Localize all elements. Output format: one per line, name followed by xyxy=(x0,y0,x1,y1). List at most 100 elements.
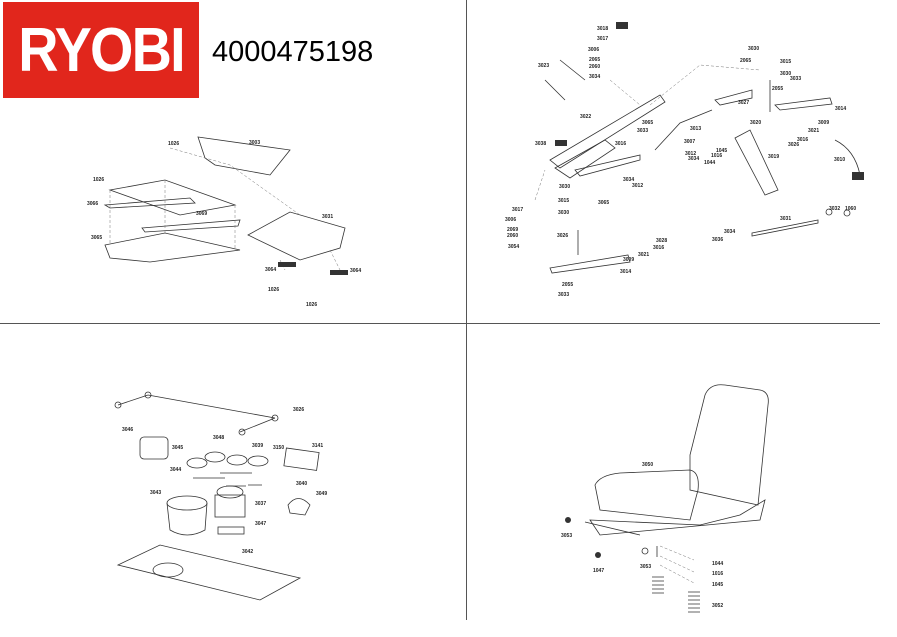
part-label: 3039 xyxy=(252,443,263,449)
part-label: 3036 xyxy=(712,237,723,243)
part-label: 3015 xyxy=(780,59,791,65)
part-label: 3017 xyxy=(597,36,608,42)
part-label: 3023 xyxy=(538,63,549,69)
part-label: 1045 xyxy=(712,582,723,588)
part-label: 3016 xyxy=(615,141,626,147)
part-label: 3042 xyxy=(242,549,253,555)
part-label: 2060 xyxy=(589,64,600,70)
part-label: 3031 xyxy=(322,214,333,220)
part-label: 3069 xyxy=(196,211,207,217)
part-label: 3034 xyxy=(623,177,634,183)
deck-panel-drawing xyxy=(103,136,348,275)
part-label: 1044 xyxy=(704,160,715,166)
part-label: 3021 xyxy=(808,128,819,134)
part-label: 3016 xyxy=(797,137,808,143)
divider-horizontal xyxy=(0,323,880,324)
seat-drawing xyxy=(565,384,769,613)
part-label: 3016 xyxy=(653,245,664,251)
part-label: 1016 xyxy=(711,153,722,159)
part-label: 3044 xyxy=(170,467,181,473)
part-label: 3053 xyxy=(640,564,651,570)
part-label: 2055 xyxy=(562,282,573,288)
part-label: 3010 xyxy=(834,157,845,163)
part-label: 3021 xyxy=(638,252,649,258)
part-label: 3030 xyxy=(780,71,791,77)
part-label: 3065 xyxy=(598,200,609,206)
part-label: 3014 xyxy=(835,106,846,112)
part-label: 3013 xyxy=(690,126,701,132)
part-label: 3030 xyxy=(748,46,759,52)
part-label: 3064 xyxy=(350,268,361,274)
part-label: 3040 xyxy=(296,481,307,487)
part-label: 3003 xyxy=(249,140,260,146)
part-label: 3019 xyxy=(768,154,779,160)
part-label: 3031 xyxy=(780,216,791,222)
part-label: 3014 xyxy=(620,269,631,275)
part-label: 1044 xyxy=(712,561,723,567)
part-label: 3009 xyxy=(623,257,634,263)
divider-vertical xyxy=(466,0,467,620)
part-label: 3065 xyxy=(642,120,653,126)
pedal-linkage-drawing xyxy=(534,22,864,274)
part-label: 3064 xyxy=(265,267,276,273)
part-label: 3065 xyxy=(91,235,102,241)
brand-logo-text: RYOBI xyxy=(18,15,185,85)
part-label: 2069 xyxy=(507,227,518,233)
part-label: 3006 xyxy=(588,47,599,53)
part-label: 3026 xyxy=(788,142,799,148)
part-label: 3007 xyxy=(684,139,695,145)
part-label: 3006 xyxy=(505,217,516,223)
part-label: 3033 xyxy=(637,128,648,134)
dash-panel-labels: 3026 3046 3048 3045 3039 3150 3141 3044 … xyxy=(122,407,327,555)
part-label: 3030 xyxy=(559,184,570,190)
part-label: 2065 xyxy=(740,58,751,64)
part-label: 3032 xyxy=(829,206,840,212)
part-label: 1016 xyxy=(712,571,723,577)
part-label: 1026 xyxy=(93,177,104,183)
part-label: 3141 xyxy=(312,443,323,449)
part-label: 3052 xyxy=(712,603,723,609)
part-label: 2060 xyxy=(507,233,518,239)
part-label: 3054 xyxy=(508,244,519,250)
part-label: 3038 xyxy=(535,141,546,147)
part-label: 3046 xyxy=(122,427,133,433)
part-label: 3049 xyxy=(316,491,327,497)
part-label: 3020 xyxy=(750,120,761,126)
pedal-linkage-labels: 3018 3017 3006 2065 2060 3034 3023 3030 … xyxy=(505,26,856,298)
part-label: 3048 xyxy=(213,435,224,441)
part-label: 3022 xyxy=(580,114,591,120)
part-label: 2055 xyxy=(772,86,783,92)
part-label: 1026 xyxy=(168,141,179,147)
part-label: 3150 xyxy=(273,445,284,451)
part-label: 2065 xyxy=(589,57,600,63)
part-label: 3037 xyxy=(255,501,266,507)
part-label: 3047 xyxy=(255,521,266,527)
deck-panel-labels: 1026 3003 1026 3066 3069 3065 3031 3064 … xyxy=(87,140,361,308)
part-label: 3066 xyxy=(87,201,98,207)
part-number: 4000475198 xyxy=(212,36,374,68)
part-label: 3034 xyxy=(589,74,600,80)
part-label: 3026 xyxy=(557,233,568,239)
part-label: 3034 xyxy=(688,156,699,162)
part-label: 3033 xyxy=(790,76,801,82)
part-label: 1045 xyxy=(716,148,727,154)
part-label: 3034 xyxy=(724,229,735,235)
ryobi-logo: RYOBI xyxy=(3,2,199,98)
part-label: 3045 xyxy=(172,445,183,451)
part-label: 3012 xyxy=(632,183,643,189)
seat-labels: 3050 3053 1047 3053 1044 1016 1045 3052 xyxy=(561,462,723,609)
part-label: 1026 xyxy=(306,302,317,308)
part-label: 1060 xyxy=(845,206,856,212)
part-label: 3027 xyxy=(738,100,749,106)
part-label: 3017 xyxy=(512,207,523,213)
part-label: 3043 xyxy=(150,490,161,496)
part-label: 1047 xyxy=(593,568,604,574)
part-label: 3033 xyxy=(558,292,569,298)
part-label: 3028 xyxy=(656,238,667,244)
part-label: 3053 xyxy=(561,533,572,539)
part-label: 3015 xyxy=(558,198,569,204)
part-label: 3018 xyxy=(597,26,608,32)
part-label: 1026 xyxy=(268,287,279,293)
